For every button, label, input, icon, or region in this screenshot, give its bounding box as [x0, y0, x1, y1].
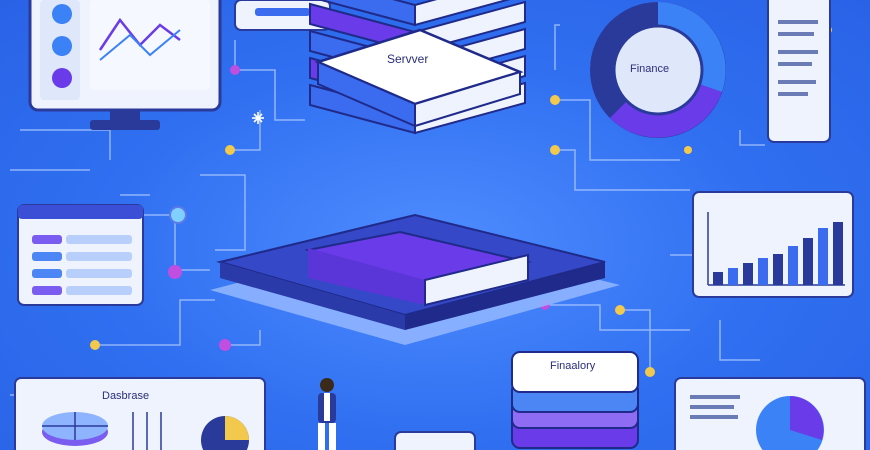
pie-chart-icon [674, 377, 866, 450]
small-card [394, 431, 476, 450]
node-dot [90, 340, 100, 350]
finance-title: Finance [630, 63, 670, 75]
finance-card-stack [511, 351, 639, 449]
server-title: Servver [387, 52, 429, 66]
node-dot [550, 95, 560, 105]
node-dot [230, 65, 240, 75]
server-stack [304, 230, 532, 307]
node-dot [169, 206, 187, 224]
monitor-icon [28, 0, 222, 130]
database-panel [14, 377, 266, 450]
node-dot [225, 145, 235, 155]
node-dot [615, 305, 625, 315]
database-title: Dasbrase [102, 390, 150, 402]
circuit-nodes [90, 26, 832, 377]
server-top [314, 28, 524, 128]
bar-chart-icon [692, 191, 854, 298]
person-icon [318, 378, 336, 450]
document-icon [767, 0, 831, 143]
finance-donut [590, 2, 726, 138]
server-unit-side [414, 0, 511, 27]
node-dot [550, 145, 560, 155]
node-dot [168, 265, 182, 279]
finance-card-title: Finaalory [550, 360, 596, 372]
node-dot [684, 146, 692, 154]
node-dot [645, 367, 655, 377]
sparkle-icon [252, 112, 264, 124]
list-panel [17, 204, 144, 306]
node-dot [219, 339, 231, 351]
